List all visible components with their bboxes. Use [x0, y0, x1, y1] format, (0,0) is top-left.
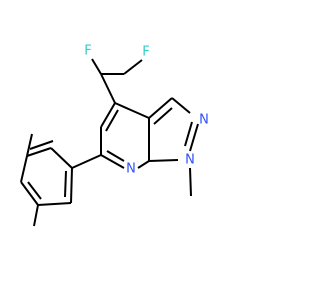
nitrogen-pyridine-label: N [126, 162, 136, 177]
bond-aryl-2-3 [26, 147, 52, 157]
bond-c3a-c3 [148, 97, 173, 119]
bond-c4-c5-double [105, 109, 119, 132]
bond-c6-n7-double [106, 150, 125, 162]
bond-aryl-5-6 [37, 202, 72, 206]
bond-chf2-c4 [100, 73, 116, 104]
bond-c3-n2 [171, 97, 191, 114]
bond-aryl-2-3-double [29, 140, 54, 150]
bond-aryl-4-5 [20, 181, 39, 206]
bond-n2-n1 [189, 123, 199, 152]
bond-c6-aryl [71, 154, 102, 169]
bond-aryl-methyl-bottom [33, 204, 39, 227]
bond-n1-c7a [148, 159, 179, 162]
bond-aryl-3-4 [20, 155, 28, 183]
nitrogen-ring-bottom-label: N [185, 153, 195, 168]
fluorine-right-label: F [142, 45, 149, 60]
bond-c4-c5 [100, 102, 116, 128]
bond-aryl-6-1 [70, 167, 73, 204]
bond-n7-c7a [137, 160, 150, 169]
bond-cf-right [123, 59, 143, 75]
bond-c6-n7 [100, 154, 125, 169]
bond-n1-methyl [189, 167, 192, 197]
bond-c3a-c3-inner [153, 107, 173, 125]
bond-c4-c3a [114, 102, 150, 119]
fluorine-left-label: F [84, 44, 91, 59]
molecule-structure: F F N N N [20, 43, 209, 227]
bond-aryl-methyl-top [26, 133, 33, 157]
bond-n2-n1-double [184, 121, 193, 147]
bond-aryl-6-1-double [64, 170, 67, 198]
bond-cf-left [91, 58, 102, 75]
nitrogen-ring-top-label: N [199, 113, 209, 128]
bond-aryl-1-2 [50, 147, 73, 169]
bond-aryl-4-5-double [27, 181, 42, 200]
